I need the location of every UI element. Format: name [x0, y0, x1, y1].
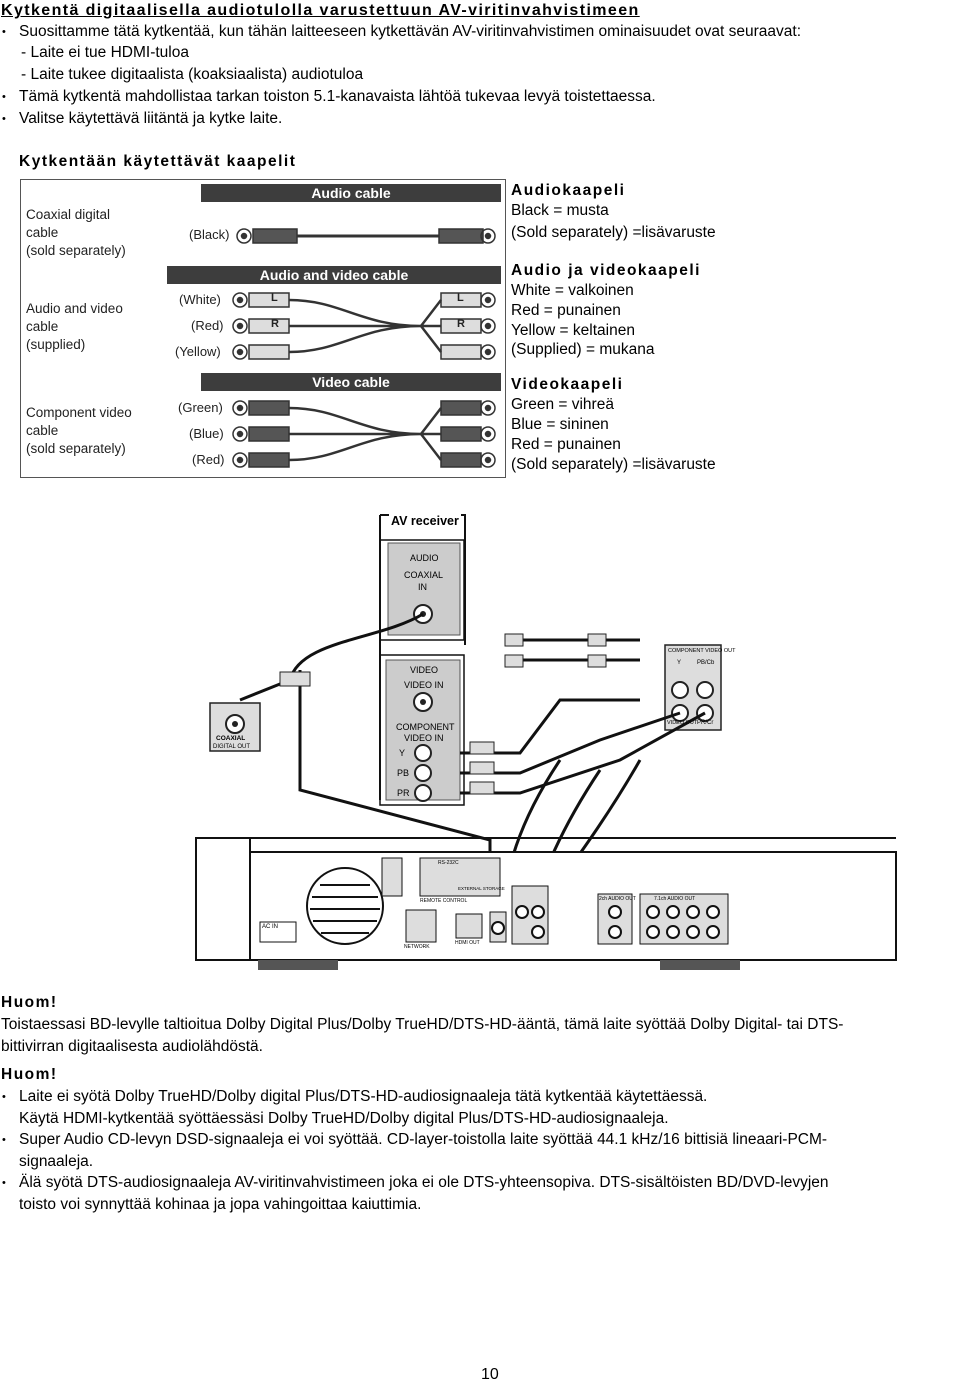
- video-cable-line-1: Green = vihreä: [511, 396, 614, 413]
- component-pb-out-label: PB/Cb: [697, 660, 715, 666]
- video-cable-title: Videokaapeli: [511, 376, 624, 393]
- external-storage-label: EXTERNAL STORAGE: [458, 886, 505, 891]
- ac-in-label: AC IN: [262, 924, 279, 930]
- video-color-blue: (Blue): [189, 426, 224, 441]
- note2-bullet-3-cont: toisto voi synnyttää kohinaa ja jopa vah…: [19, 1196, 422, 1213]
- network-label: NETWORK: [404, 944, 430, 950]
- plug-r-left: R: [271, 318, 279, 330]
- audio-cable-bar: Audio cable: [201, 184, 501, 202]
- component-y-out-label: Y: [677, 660, 682, 666]
- av-cable-title: Audio ja videokaapeli: [511, 262, 701, 279]
- intro-sub-1: - Laite ei tue HDMI-tuloa: [21, 44, 189, 61]
- receiver-y-label: Y: [399, 748, 406, 758]
- intro-bullet-2: Tämä kytkentä mahdollistaa tarkan toisto…: [2, 87, 656, 107]
- av-color-red: (Red): [191, 318, 224, 333]
- video-color-red: (Red): [192, 452, 225, 467]
- video-cable-line-3: Red = punainen: [511, 436, 621, 453]
- receiver-pr-label: PR: [397, 788, 410, 798]
- av-color-yellow: (Yellow): [175, 344, 221, 359]
- coax-out-label: COAXIAL: [216, 735, 246, 742]
- video-cable-line-4: (Sold separately) =lisävaruste: [511, 456, 716, 473]
- intro-sub-2: - Laite tukee digitaalista (koaksiaalist…: [21, 66, 364, 83]
- audio-out-71-label: 7.1ch AUDIO OUT: [654, 896, 696, 902]
- cables-heading: Kytkentään käytettävät kaapelit: [19, 153, 297, 170]
- audio-cable-line-1: Black = musta: [511, 202, 609, 219]
- receiver-video-label: VIDEO: [410, 665, 439, 675]
- receiver-pb-label: PB: [397, 768, 410, 778]
- audio-color-black: (Black): [189, 227, 230, 242]
- note2-bullet-3: Älä syötä DTS-audiosignaaleja AV-viritin…: [2, 1173, 829, 1193]
- receiver-component-label: COMPONENT: [396, 722, 455, 732]
- receiver-coaxial-label: COAXIAL: [404, 570, 444, 580]
- remote-control-label: REMOTE CONTROL: [420, 898, 468, 904]
- video-color-green: (Green): [178, 400, 223, 415]
- note1-heading: Huom!: [1, 994, 58, 1011]
- receiver-coax-in-label: IN: [418, 582, 427, 592]
- av-receiver-label: AV receiver: [389, 511, 461, 531]
- audio-cable-line-2: (Sold separately) =lisävaruste: [511, 224, 716, 241]
- note2-heading: Huom!: [1, 1066, 58, 1083]
- component-out-label: COMPONENT VIDEO OUT: [668, 648, 736, 654]
- audio-out-2ch-label: 2ch AUDIO OUT: [599, 896, 636, 902]
- receiver-audio-label: AUDIO: [410, 553, 439, 563]
- audio-cable-title: Audiokaapeli: [511, 182, 626, 199]
- note1-line-1: Toistaessasi BD-levylle taltioitua Dolby…: [1, 1016, 844, 1033]
- page-number: 10: [481, 1366, 499, 1383]
- av-cable-line-3: Yellow = keltainen: [511, 322, 635, 339]
- av-cable-line-4: (Supplied) = mukana: [511, 341, 655, 358]
- av-cable-bar: Audio and video cable: [167, 266, 501, 284]
- digital-out-label: DIGITAL OUT: [213, 744, 251, 750]
- plug-l-right: L: [457, 292, 464, 304]
- plug-l-left: L: [271, 292, 278, 304]
- note2-bullet-2-cont: signaaleja.: [19, 1153, 94, 1170]
- hdmi-out-label: HDMI OUT: [455, 940, 480, 946]
- receiver-video-in-label: VIDEO IN: [404, 680, 444, 690]
- receiver-component-in-label: VIDEO IN: [404, 733, 444, 743]
- av-color-white: (White): [179, 292, 221, 307]
- video-cable-line-2: Blue = sininen: [511, 416, 609, 433]
- page-title: Kytkentä digitaalisella audiotulolla var…: [1, 2, 640, 19]
- cable-drawings: [232, 228, 496, 468]
- video-cable-bar: Video cable: [201, 373, 501, 391]
- intro-bullet-3: Valitse käytettävä liitäntä ja kytke lai…: [2, 109, 282, 129]
- av-cable-line-2: Red = punainen: [511, 302, 621, 319]
- note1-line-2: bittivirran digitaalisesta audiolähdöstä…: [1, 1038, 263, 1055]
- av-cable-line-1: White = valkoinen: [511, 282, 634, 299]
- note2-bullet-1-cont: Käytä HDMI-kytkentää syöttäessäsi Dolby …: [19, 1110, 669, 1127]
- note2-bullet-1: Laite ei syötä Dolby TrueHD/Dolby digita…: [2, 1087, 707, 1107]
- component-pr-out-label: PR/Cr: [697, 720, 714, 726]
- video-out-label: VIDEO OUT: [667, 720, 698, 726]
- plug-r-right: R: [457, 318, 465, 330]
- rs232-label: RS-232C: [438, 860, 459, 866]
- note2-bullet-2: Super Audio CD-levyn DSD-signaaleja ei v…: [2, 1130, 827, 1150]
- intro-lead: Suosittamme tätä kytkentää, kun tähän la…: [2, 22, 801, 42]
